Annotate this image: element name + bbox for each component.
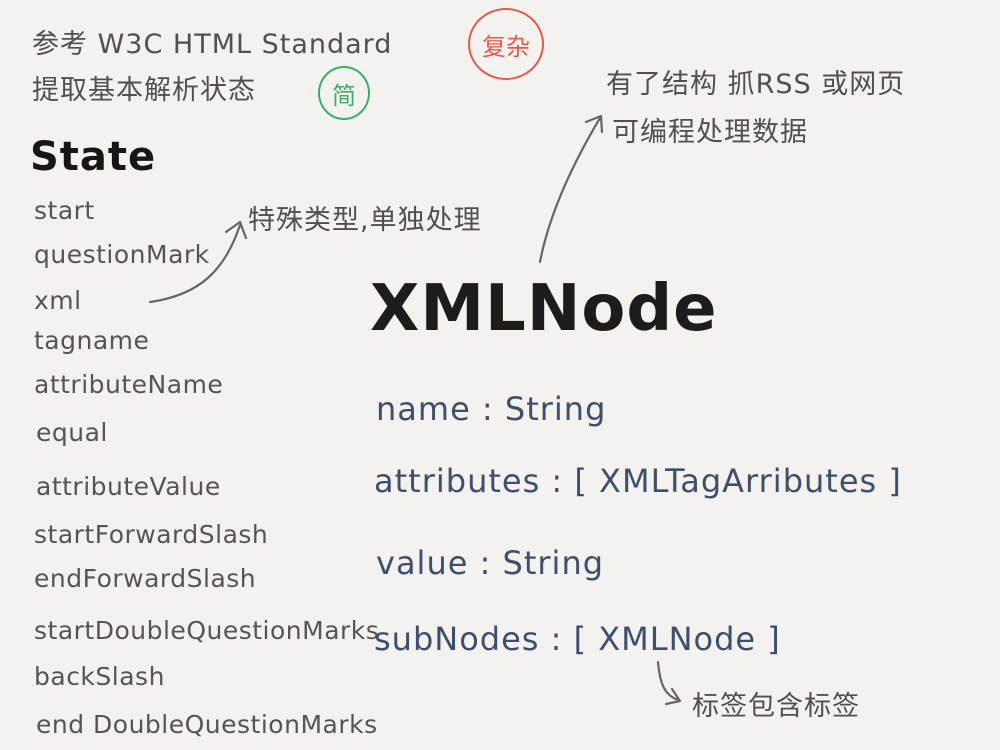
state-title: State — [30, 134, 157, 180]
structure-annotation-line-1: 有了结构 抓RSS 或网页 — [606, 69, 906, 100]
property-value: value : String — [376, 544, 605, 582]
state-item: tagname — [34, 326, 150, 355]
property-name: name : String — [376, 390, 607, 428]
subnodes-annotation: 标签包含标签 — [692, 691, 860, 722]
property-attributes: attributes : [ XMLTagArributes ] — [374, 462, 902, 500]
arrow-node-to-structure — [538, 116, 602, 264]
state-item: questionMark — [34, 240, 210, 269]
state-item: end DoubleQuestionMarks — [36, 710, 378, 739]
state-item: start — [34, 196, 95, 225]
arrow-subnodes-to-nesting — [656, 660, 680, 702]
special-type-annotation: 特殊类型,单独处理 — [248, 205, 482, 236]
intro-line-2: 提取基本解析状态 — [32, 75, 256, 106]
intro-line-1: 参考 W3C HTML Standard — [32, 29, 393, 60]
arrow-xml-to-special — [148, 223, 242, 304]
state-item: attributeValue — [36, 472, 221, 501]
state-item: xml — [34, 286, 82, 315]
xmlnode-title: XMLNode — [370, 272, 718, 346]
state-item: backSlash — [34, 662, 165, 691]
state-item: equal — [36, 418, 108, 447]
state-item: startDoubleQuestionMarks — [34, 616, 380, 645]
simple-badge: 简 — [318, 66, 370, 120]
structure-annotation-line-2: 可编程处理数据 — [612, 117, 808, 148]
arrowhead-subnodes-to-nesting — [664, 687, 682, 706]
state-item: endForwardSlash — [34, 564, 257, 593]
state-item: startForwardSlash — [34, 520, 269, 549]
complex-badge: 复杂 — [468, 8, 544, 80]
arrowhead-node-to-structure — [584, 114, 604, 134]
property-subnodes: subNodes : [ XMLNode ] — [374, 620, 781, 658]
state-item: attributeName — [34, 370, 224, 399]
arrowhead-xml-to-special — [224, 220, 248, 240]
